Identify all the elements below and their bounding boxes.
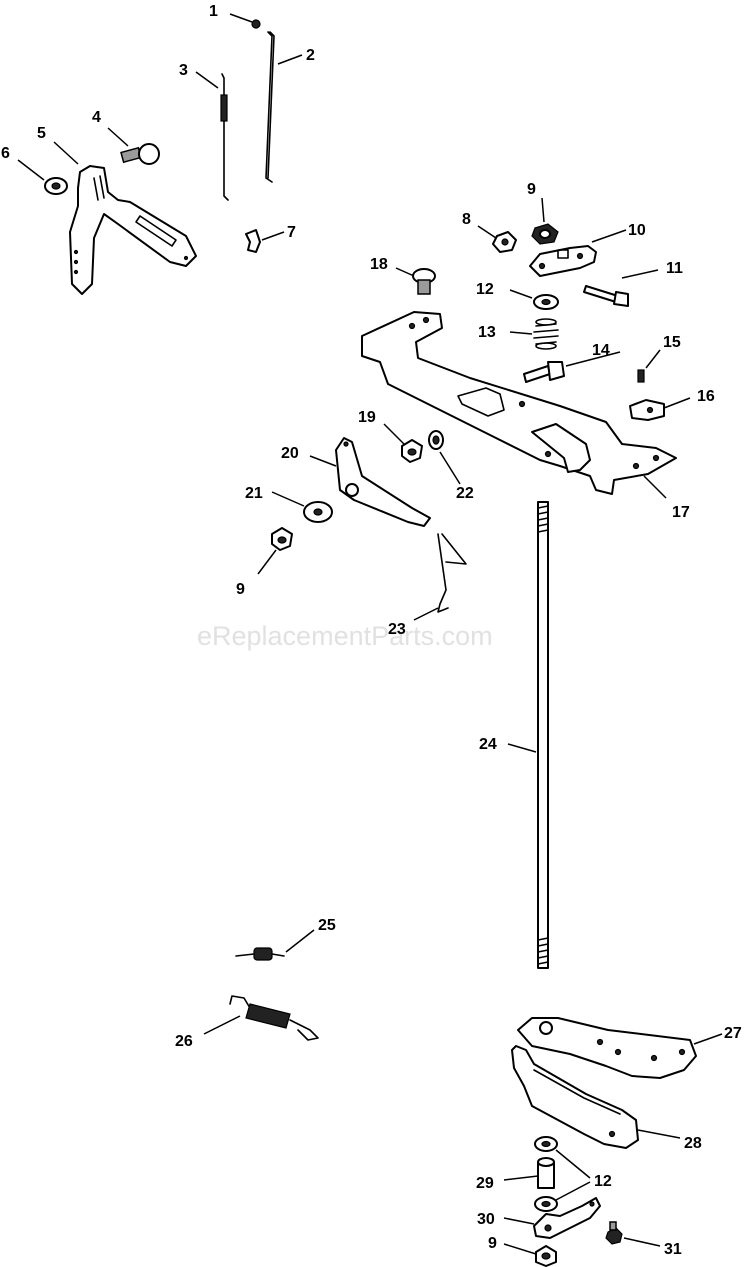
part-20-arm[interactable]: [335, 437, 431, 527]
part-12-washer-lower[interactable]: [534, 1196, 558, 1212]
part-17-main-bracket[interactable]: [361, 311, 677, 495]
part-13-spring[interactable]: [533, 318, 559, 350]
callout-10[interactable]: 10: [628, 222, 646, 239]
leader-lines: [17, 13, 723, 1255]
part-11-bolt[interactable]: [583, 285, 629, 307]
part-19-nut[interactable]: [401, 439, 423, 463]
part-24-threaded-rod[interactable]: [537, 501, 549, 969]
part-16-clamp[interactable]: [629, 399, 665, 421]
part-14-bolt[interactable]: [523, 361, 565, 383]
callout-16[interactable]: 16: [697, 388, 715, 405]
callout-4[interactable]: 4: [92, 109, 101, 126]
callout-24[interactable]: 24: [479, 736, 497, 753]
callout-13[interactable]: 13: [478, 324, 496, 341]
part-23-wire-link[interactable]: [437, 533, 467, 613]
part-22-ring[interactable]: [428, 430, 444, 450]
callout-25[interactable]: 25: [318, 917, 336, 934]
part-6-washer[interactable]: [44, 177, 68, 195]
callout-29[interactable]: 29: [476, 1175, 494, 1192]
callout-2[interactable]: 2: [306, 47, 315, 64]
callout-21[interactable]: 21: [245, 485, 263, 502]
callout-12b[interactable]: 12: [594, 1173, 612, 1190]
callout-23[interactable]: 23: [388, 621, 406, 638]
part-28-bracket[interactable]: [511, 1045, 639, 1149]
callout-27[interactable]: 27: [724, 1025, 742, 1042]
callout-22[interactable]: 22: [456, 485, 474, 502]
part-15-screw[interactable]: [637, 369, 645, 383]
part-25-spring[interactable]: [235, 947, 285, 961]
part-21-washer[interactable]: [303, 501, 333, 523]
part-10-lever-plate[interactable]: [529, 245, 597, 277]
part-12-washer-top[interactable]: [533, 294, 559, 310]
part-18-screw[interactable]: [412, 268, 436, 295]
part-5-lever-bracket[interactable]: [69, 165, 197, 295]
callout-11[interactable]: 11: [666, 260, 683, 277]
callout-9b[interactable]: 9: [236, 581, 245, 598]
callout-28[interactable]: 28: [684, 1135, 702, 1152]
callout-20[interactable]: 20: [281, 445, 299, 462]
callout-31[interactable]: 31: [664, 1241, 682, 1258]
part-31-screw[interactable]: [605, 1221, 623, 1245]
callout-14[interactable]: 14: [592, 342, 610, 359]
part-9-nut-top[interactable]: [531, 223, 559, 245]
part-8-nut[interactable]: [492, 231, 517, 253]
callout-3[interactable]: 3: [179, 62, 188, 79]
part-1-nut[interactable]: [251, 19, 261, 29]
callout-9c[interactable]: 9: [488, 1235, 497, 1252]
callout-26[interactable]: 26: [175, 1033, 193, 1050]
callout-7[interactable]: 7: [287, 224, 296, 241]
callout-labels: 1 2 3 4 5 6 7 8 9 10 11 12 13 14 15 16 1…: [1, 3, 742, 1258]
part-9-nut-middle[interactable]: [271, 527, 293, 551]
part-26-spring[interactable]: [229, 995, 319, 1041]
watermark: eReplacementParts.com: [197, 621, 493, 651]
part-2-rod[interactable]: [265, 31, 275, 183]
part-9-nut-bottom[interactable]: [535, 1245, 557, 1267]
callout-1[interactable]: 1: [209, 3, 218, 20]
part-29-spacer[interactable]: [537, 1157, 555, 1189]
callout-30[interactable]: 30: [477, 1211, 495, 1228]
part-12-washer-upper[interactable]: [534, 1136, 558, 1152]
callout-15[interactable]: 15: [663, 334, 681, 351]
part-4-knob-screw[interactable]: [120, 143, 160, 165]
callout-5[interactable]: 5: [37, 125, 46, 142]
callout-19[interactable]: 19: [358, 409, 376, 426]
callout-6[interactable]: 6: [1, 145, 10, 162]
callout-18[interactable]: 18: [370, 256, 388, 273]
callout-12a[interactable]: 12: [476, 281, 494, 298]
callout-17[interactable]: 17: [672, 504, 690, 521]
part-30-lever[interactable]: [533, 1197, 601, 1239]
part-27-plate[interactable]: [517, 1017, 697, 1079]
part-3-spring-rod[interactable]: [220, 73, 229, 201]
part-7-clip[interactable]: [245, 229, 261, 253]
callout-9a[interactable]: 9: [527, 181, 536, 198]
callout-8[interactable]: 8: [462, 211, 471, 228]
